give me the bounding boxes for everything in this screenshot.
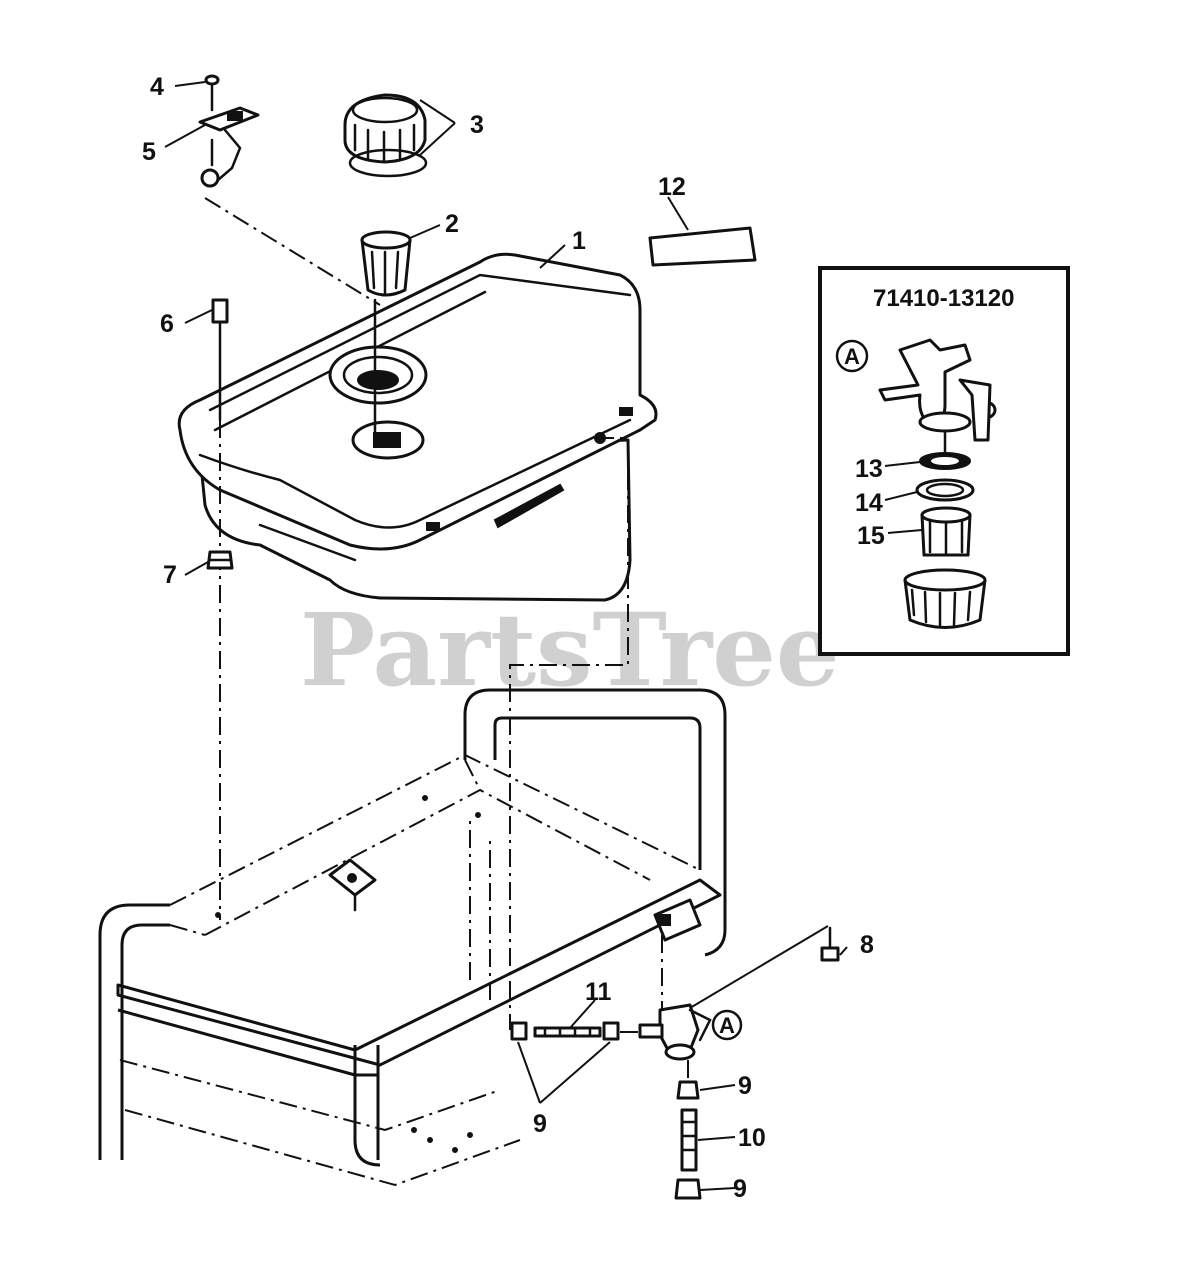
fuel-tank — [177, 252, 658, 1030]
callout-12: 12 — [658, 173, 686, 201]
inset-ref-letter: A — [844, 344, 860, 369]
fuel-gauge — [198, 74, 381, 306]
callout-4: 4 — [150, 73, 164, 101]
tank-bolt — [211, 298, 229, 920]
leader-lines — [164, 81, 848, 1191]
detail-ref-letter: A — [719, 1013, 735, 1038]
callout-15: 15 — [857, 522, 885, 550]
warning-label — [648, 226, 757, 267]
fuel-cock-installed — [638, 925, 829, 1080]
fuel-cap — [343, 93, 428, 178]
callout-2: 2 — [445, 210, 459, 238]
callout-9-left: 9 — [533, 1110, 547, 1138]
inset-part-number: 71410-13120 — [873, 285, 1014, 312]
callout-3: 3 — [470, 111, 484, 139]
mount-bolt — [820, 926, 840, 962]
callout-11: 11 — [585, 978, 612, 1006]
callout-5: 5 — [142, 138, 156, 166]
tank-nut — [206, 550, 234, 570]
fuel-line-horizontal — [510, 1021, 642, 1041]
callout-7: 7 — [163, 561, 177, 589]
callout-8: 8 — [860, 931, 874, 959]
callout-10: 10 — [738, 1124, 766, 1152]
callout-6: 6 — [160, 310, 174, 338]
callout-1: 1 — [572, 227, 586, 255]
detail-ref-circle — [711, 1009, 743, 1041]
callout-14: 14 — [855, 489, 883, 517]
callout-9-lower: 9 — [733, 1175, 747, 1203]
fuel-line-vertical — [674, 1080, 702, 1200]
fuel-strainer — [360, 230, 412, 297]
generator-frame — [98, 688, 727, 1187]
inset-detail-box — [818, 266, 1070, 656]
callout-13: 13 — [855, 455, 883, 483]
callout-9-upper: 9 — [738, 1072, 752, 1100]
